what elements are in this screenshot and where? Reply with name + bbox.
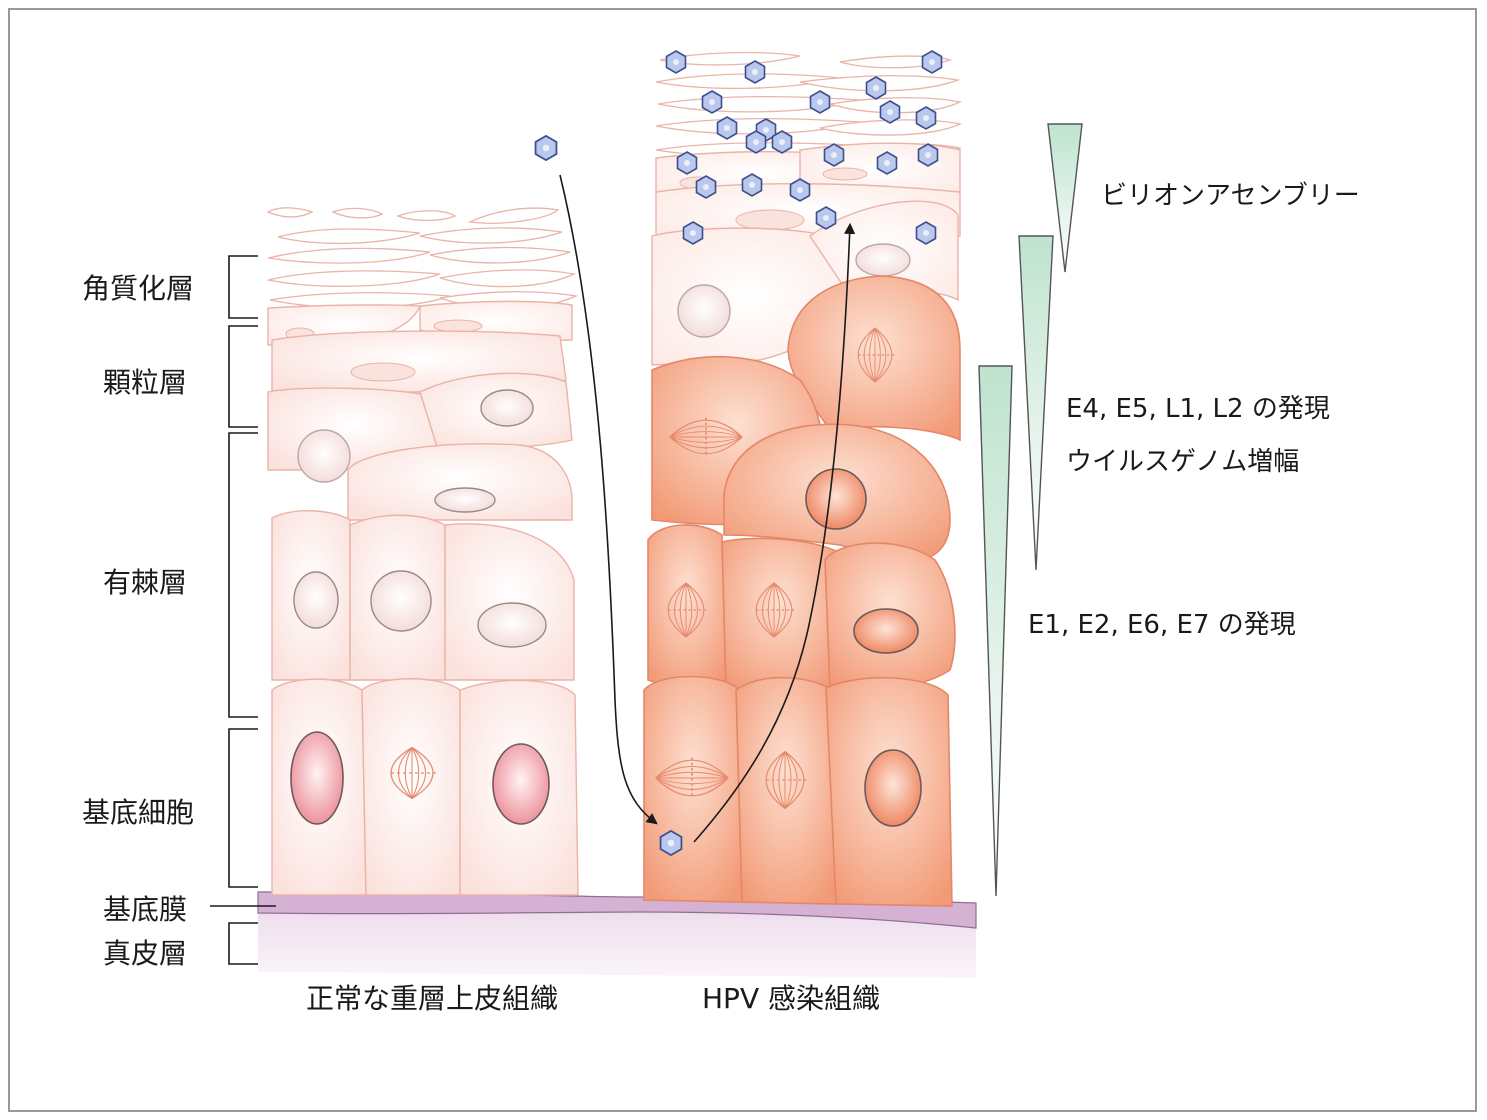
early-expression-wedge xyxy=(979,366,1012,896)
label-basal-cells: 基底細胞 xyxy=(82,796,194,829)
label-basement-membrane: 基底膜 xyxy=(103,893,187,926)
expression-wedges xyxy=(979,124,1082,896)
late-expression-wedge xyxy=(1019,236,1053,570)
label-granular-layer: 顆粒層 xyxy=(103,366,187,399)
caption-hpv-infected-tissue: HPV 感染組織 xyxy=(702,982,880,1015)
label-dermis: 真皮層 xyxy=(103,937,187,970)
label-spinous-layer: 有棘層 xyxy=(103,566,187,599)
label-viral-genome-amplification: ウイルスゲノム増幅 xyxy=(1066,447,1299,477)
label-late-gene-expression: E4, E5, L1, L2 の発現 xyxy=(1066,394,1330,424)
normal-keratin-flakes xyxy=(268,208,576,308)
layer-brackets xyxy=(210,256,276,964)
label-keratinized-layer: 角質化層 xyxy=(82,272,194,305)
assembly-wedge xyxy=(1048,124,1082,272)
label-early-gene-expression: E1, E2, E6, E7 の発現 xyxy=(1028,610,1296,640)
normal-epithelium xyxy=(268,208,578,895)
virion-basal-infecting xyxy=(661,831,682,855)
infected-keratin-flakes xyxy=(656,53,960,160)
caption-normal-tissue: 正常な重層上皮組織 xyxy=(306,982,558,1015)
virion-entering xyxy=(536,136,557,160)
label-virion-assembly: ビリオンアセンブリー xyxy=(1101,181,1360,211)
